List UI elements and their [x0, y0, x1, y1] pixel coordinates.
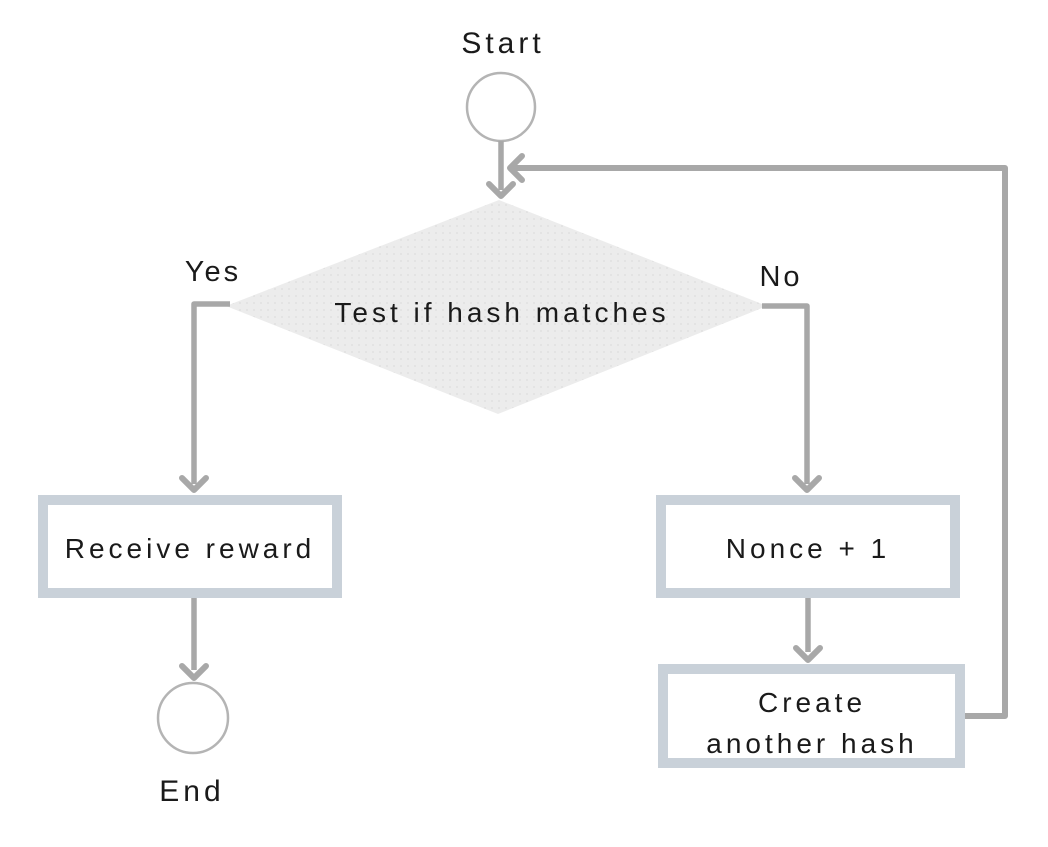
decision-diamond [226, 200, 767, 414]
create-hash-label-line2: another hash [706, 728, 917, 759]
arrowhead-down-icon [179, 663, 209, 681]
arrowhead-down-icon [792, 475, 822, 493]
process-create-another-hash [658, 664, 965, 768]
edge-decision-to-nonce [762, 303, 810, 484]
arrowhead-down-icon [486, 181, 516, 199]
no-branch-label: No [759, 261, 802, 293]
process-receive-reward [38, 495, 342, 598]
end-terminator [156, 681, 230, 755]
receive-reward-label: Receive reward [65, 533, 316, 564]
edge-create-hash-to-decision [514, 165, 1008, 719]
edge-decision-to-receive-reward [191, 301, 230, 484]
arrowhead-left-icon [507, 153, 525, 183]
create-hash-label-line1: Create [758, 687, 866, 718]
nonce-plus-1-label: Nonce + 1 [726, 533, 890, 564]
start-label: Start [461, 27, 544, 60]
arrowhead-down-icon [793, 645, 823, 663]
decision-label: Test if hash matches [334, 297, 669, 328]
end-label: End [159, 775, 224, 808]
arrowhead-down-icon [179, 475, 209, 493]
process-nonce-plus-1 [656, 495, 960, 598]
start-terminator [465, 71, 537, 143]
yes-branch-label: Yes [185, 256, 241, 288]
